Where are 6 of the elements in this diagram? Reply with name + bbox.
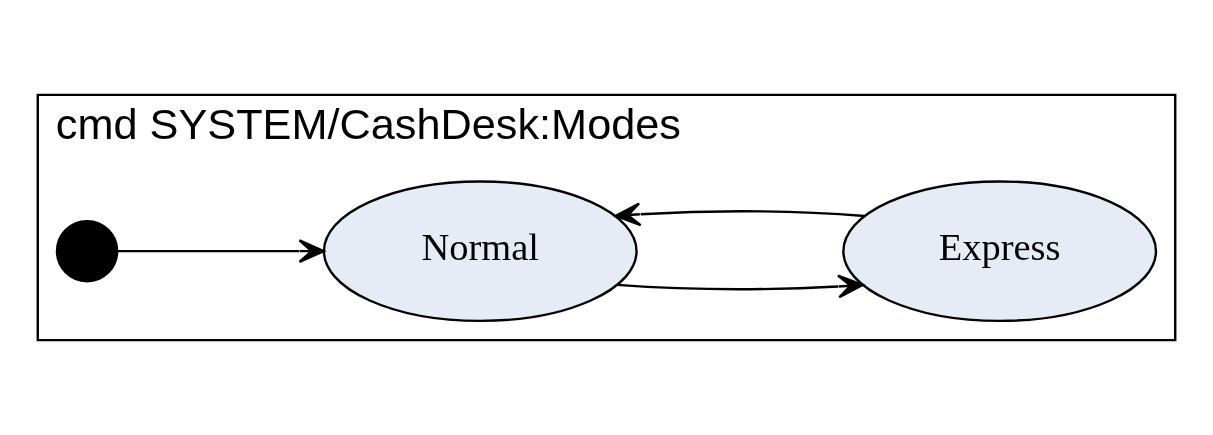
arrow (117, 239, 325, 264)
arrow (614, 202, 865, 227)
node-ellipse: Normal (322, 180, 638, 323)
node-ellipse: Express (842, 180, 1158, 323)
arrow (617, 274, 864, 299)
node-circle (55, 219, 119, 283)
